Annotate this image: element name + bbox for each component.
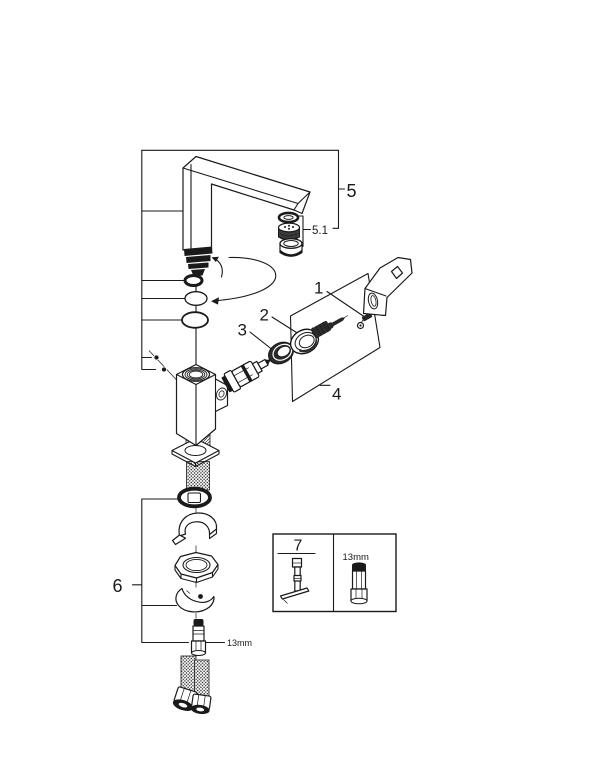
mounting-nut [174, 551, 219, 584]
aerator-washer [277, 211, 300, 224]
lever-handle [362, 256, 413, 317]
group-outline-4 [289, 272, 381, 403]
socket-tool-13mm [350, 562, 368, 605]
aerator-sleeve [279, 238, 303, 257]
bracket-5 [141, 149, 346, 371]
tool-box [272, 533, 397, 613]
handle-adapter [311, 321, 331, 339]
callout-4: 4 [332, 385, 341, 404]
cartridge [221, 358, 271, 393]
callout-7: 7 [294, 538, 303, 555]
handle-grub-screw [361, 312, 373, 322]
mounting-tool-7 [279, 557, 310, 604]
faucet-body [175, 363, 229, 447]
spout-o-rings [181, 274, 209, 366]
base-gasket [177, 486, 212, 509]
callout-3: 3 [238, 321, 247, 340]
spout-collar [184, 246, 213, 276]
mounting-stud [190, 619, 226, 656]
insertion-arrow-small [211, 256, 223, 278]
stud-wrench-size-label: 13mm [227, 638, 252, 648]
tool-wrench-size-label: 13mm [343, 552, 369, 563]
insertion-arrow-large [211, 256, 277, 305]
fixing-screw [327, 317, 345, 329]
callout-6: 6 [113, 576, 123, 596]
supply-hoses [172, 655, 212, 715]
aerator-mousseur [277, 222, 301, 241]
callout-2: 2 [260, 306, 269, 325]
callout-5: 5 [347, 181, 357, 201]
base-flange [171, 437, 220, 468]
screw-washer [356, 321, 365, 330]
body-set-screws [148, 350, 179, 382]
callout-5-1: 5.1 [312, 225, 328, 237]
mounting-clamp [175, 587, 215, 613]
callout-1: 1 [314, 279, 323, 298]
bracket-6 [131, 498, 190, 644]
mounting-spacer [171, 512, 218, 546]
